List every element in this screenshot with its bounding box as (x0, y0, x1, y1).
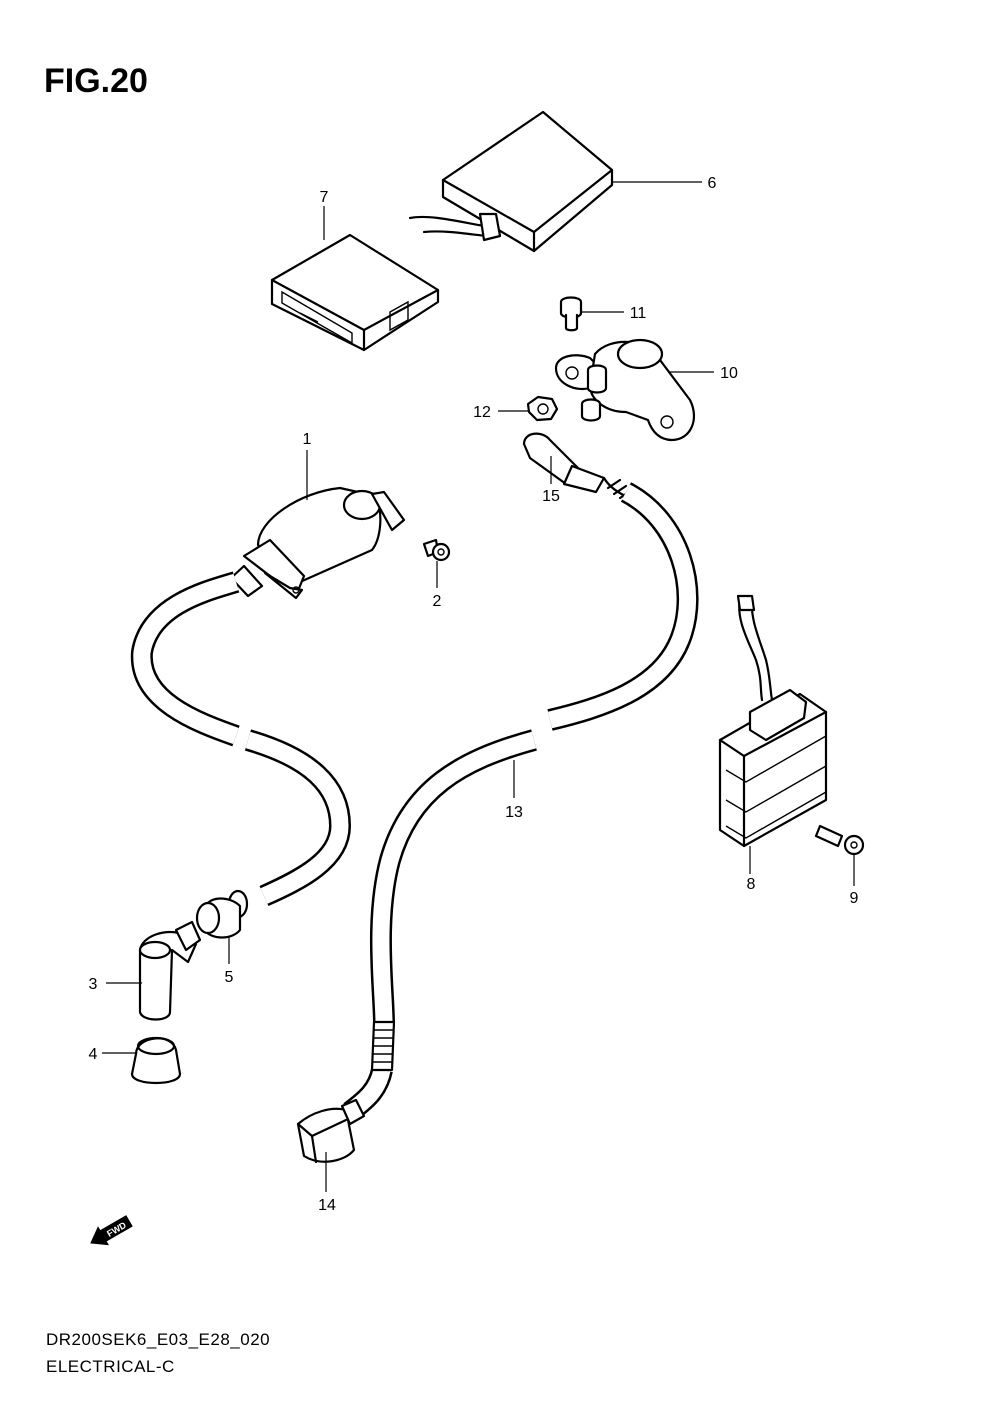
part-2-screw (422, 538, 451, 562)
callout-3: 3 (89, 976, 98, 993)
part-13-starter-motor-lead (343, 482, 699, 1121)
callout-labels: 1 2 3 4 5 6 7 8 9 10 11 12 13 14 15 (89, 175, 859, 1214)
part-9-bolt (814, 824, 865, 856)
part-10-starter-relay (554, 338, 696, 442)
callout-5: 5 (225, 969, 234, 986)
callout-12: 12 (473, 404, 491, 421)
callout-10: 10 (720, 365, 738, 382)
part-14-terminal-cap (296, 1098, 366, 1164)
part-5-boot-seal (195, 889, 249, 939)
leader-lines (102, 181, 855, 1192)
callout-13: 13 (505, 804, 523, 821)
part-12-nut (526, 395, 559, 422)
callout-11: 11 (630, 305, 647, 322)
model-code: DR200SEK6_E03_E28_020 (46, 1330, 271, 1349)
fwd-direction-marker: FWD (90, 1215, 133, 1246)
part-7-ecu-module (270, 233, 440, 352)
callout-15: 15 (542, 488, 560, 505)
callout-6: 6 (708, 175, 717, 192)
part-6-control-unit (408, 110, 614, 253)
section-name: ELECTRICAL-C (46, 1357, 175, 1376)
ignition-coil-lead (130, 571, 351, 907)
fwd-arrow-icon (90, 1215, 133, 1246)
part-11-bolt (559, 296, 583, 332)
callout-1: 1 (303, 431, 312, 448)
part-1-ignition-coil (229, 486, 406, 600)
figure-title: FIG.20 (44, 62, 148, 100)
part-3-spark-plug-cap (138, 920, 202, 1021)
callout-7: 7 (320, 189, 329, 206)
part-15-cable-cap (522, 432, 634, 500)
callout-2: 2 (433, 593, 442, 610)
part-8-regulator-rectifier (718, 594, 828, 848)
callout-9: 9 (850, 890, 859, 907)
part-4-rubber-cap (130, 1036, 182, 1084)
callout-8: 8 (747, 876, 756, 893)
callout-4: 4 (89, 1046, 98, 1063)
callout-14: 14 (318, 1197, 336, 1214)
